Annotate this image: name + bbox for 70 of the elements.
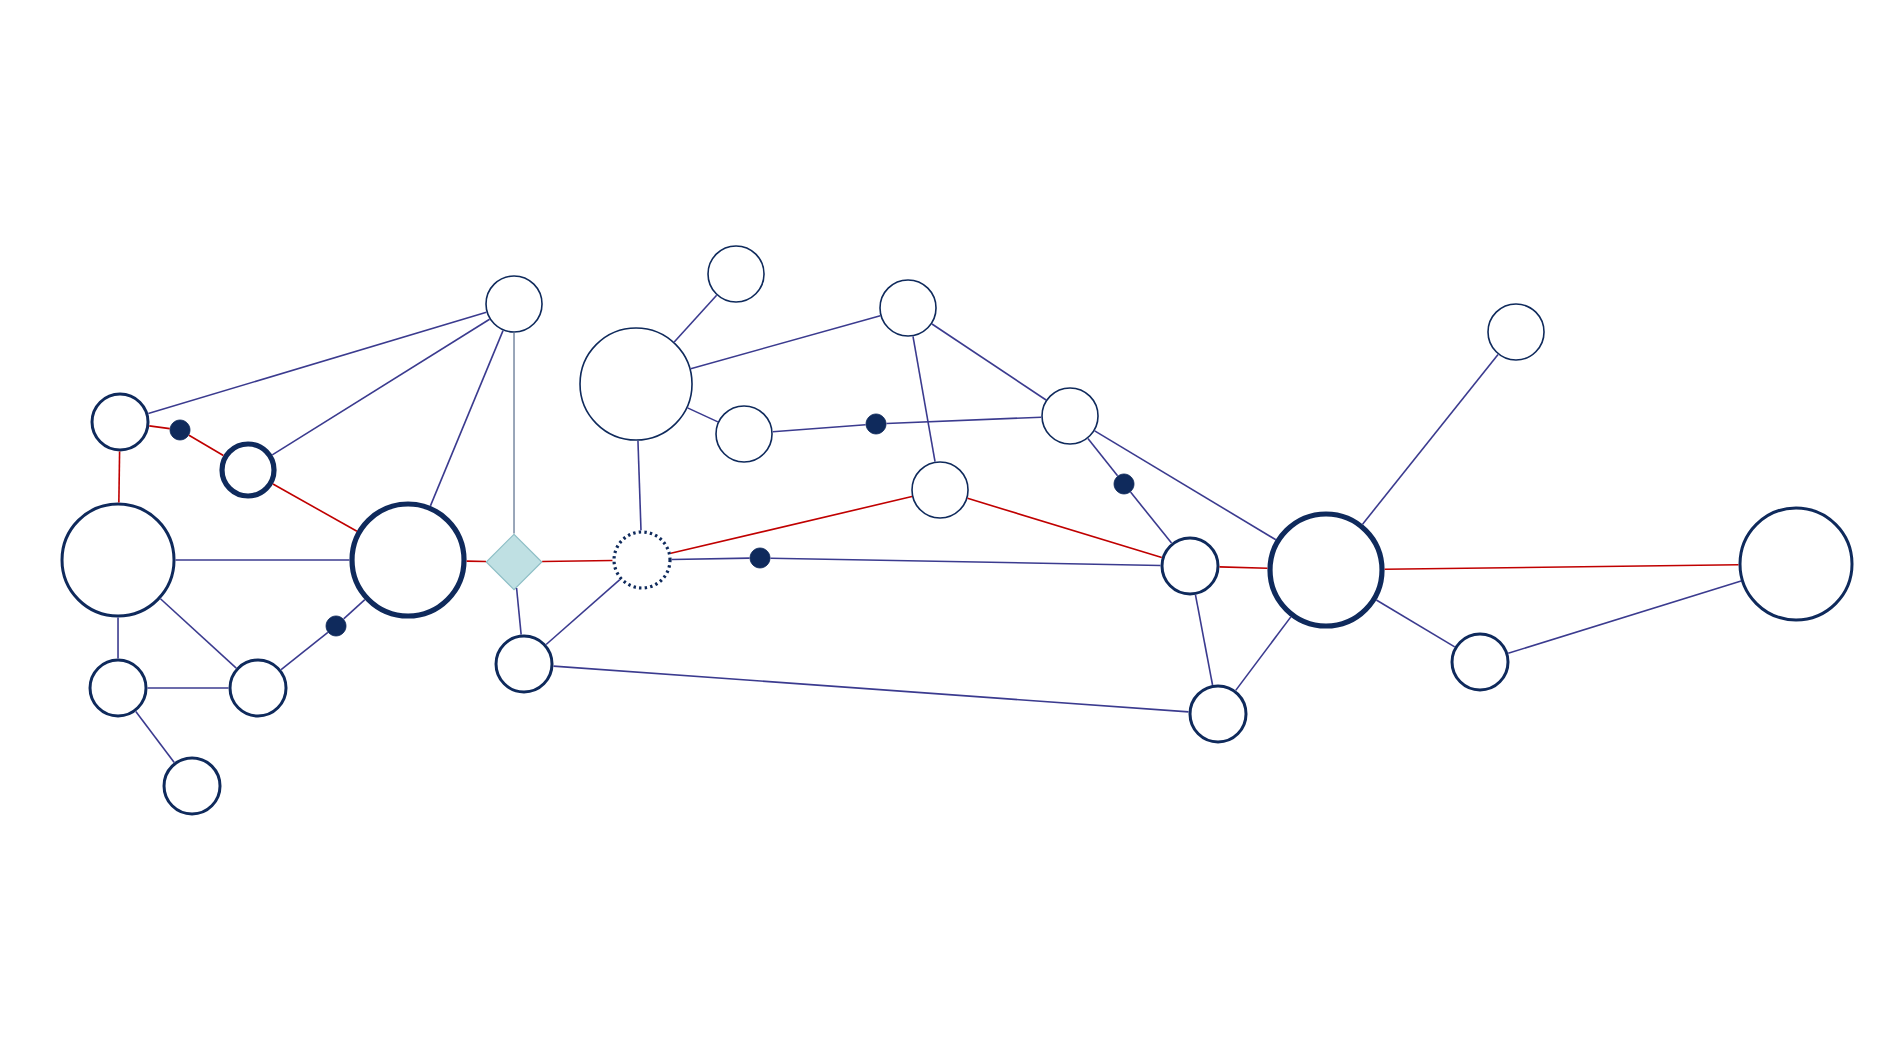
connector-line: [465, 560, 487, 563]
dot: [169, 419, 191, 441]
circle-node: [1450, 632, 1510, 692]
circle-node: [1041, 387, 1099, 445]
connector-line: [966, 497, 1163, 559]
connector-line: [159, 598, 238, 669]
circle-node: [162, 756, 222, 816]
connector-line: [673, 294, 718, 343]
circle-node: [90, 392, 150, 452]
connector-line: [429, 329, 504, 507]
connector-line: [146, 687, 230, 689]
connector-line: [188, 434, 225, 457]
circle-node: [485, 275, 543, 333]
connector-line: [689, 314, 882, 370]
circle-node: [1487, 303, 1545, 361]
circle-node: [579, 327, 693, 441]
circle-node: [911, 461, 969, 519]
connector-line: [670, 495, 913, 554]
connector-line: [541, 559, 614, 563]
connector-line: [1383, 563, 1740, 571]
connector-line: [552, 665, 1190, 713]
connector-line: [1087, 437, 1119, 477]
connector-line: [342, 598, 366, 620]
connector-line: [1234, 616, 1292, 692]
connector-line: [117, 616, 119, 660]
connector-line: [271, 318, 491, 456]
connector-line: [670, 557, 751, 561]
circle-node: [228, 658, 288, 718]
diamond-node: [485, 533, 543, 591]
connector-line: [1507, 580, 1742, 655]
connector-line: [148, 425, 171, 430]
connector-line: [686, 407, 719, 423]
connector-line: [769, 557, 1162, 567]
circle-node: [349, 501, 467, 619]
dot: [325, 615, 347, 637]
circle-node: [88, 658, 148, 718]
dot: [1113, 473, 1135, 495]
circle-node: [715, 405, 773, 463]
circle-node: [1738, 506, 1854, 622]
connector-line: [174, 559, 351, 561]
connector-line: [272, 483, 358, 533]
connector-line: [1375, 599, 1456, 648]
connector-line: [280, 631, 329, 671]
circle-node: [1267, 511, 1385, 629]
circle-node: [612, 530, 672, 590]
connector-line: [513, 332, 515, 535]
circle-node: [879, 279, 937, 337]
circle-node: [1188, 684, 1248, 744]
connector-line: [545, 578, 621, 646]
connector-line: [118, 450, 121, 504]
connector-line: [885, 416, 1043, 425]
connector-line: [1218, 566, 1269, 570]
connector-line: [1093, 430, 1277, 541]
connector-line: [1129, 491, 1173, 544]
circle-node: [60, 502, 176, 618]
connector-line: [931, 323, 1047, 401]
connector-line: [1361, 353, 1499, 525]
connector-line: [515, 587, 522, 636]
connector-line: [135, 710, 176, 764]
circle-node: [707, 245, 765, 303]
connector-line: [147, 311, 488, 415]
connector-line: [637, 439, 642, 532]
circle-node: [494, 634, 554, 694]
connector-line: [1194, 594, 1214, 686]
circle-node: [219, 441, 277, 499]
connector-line: [771, 423, 867, 433]
connector-line: [912, 335, 936, 463]
dot: [865, 413, 887, 435]
circle-node: [1160, 536, 1220, 596]
dot: [749, 547, 771, 569]
